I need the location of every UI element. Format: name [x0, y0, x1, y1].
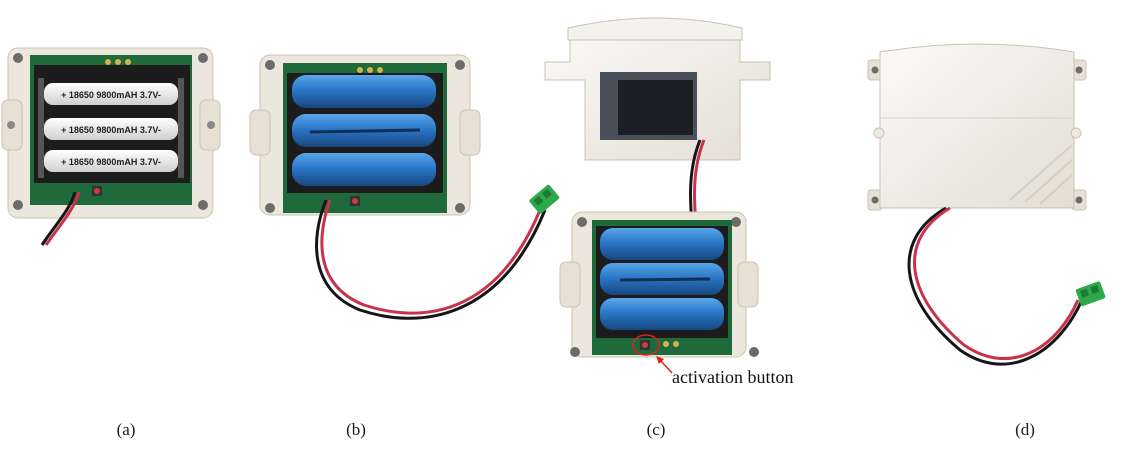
wire-red	[913, 206, 1080, 360]
button-cap	[352, 198, 358, 204]
screw-hole	[7, 121, 15, 129]
screw-hole	[731, 217, 741, 227]
battery-cell	[292, 75, 436, 108]
terminal-connector	[529, 184, 560, 214]
solder-pad	[115, 59, 121, 65]
battery-cell	[292, 153, 436, 186]
side-tab-left	[559, 261, 581, 308]
vent-rib	[1024, 159, 1073, 203]
screw-hole	[1075, 66, 1083, 74]
screw-hole	[577, 217, 587, 227]
wire-red	[320, 199, 542, 315]
solder-pad	[673, 341, 679, 347]
terminal-connector	[1075, 281, 1106, 307]
battery-cell: + 18650 9800mAH 3.7V-	[44, 118, 178, 140]
screw-hole	[871, 66, 879, 74]
battery-cell: + 18650 9800mAH 3.7V-	[44, 83, 178, 105]
lid-top	[567, 17, 743, 41]
caption-d: (d)	[1015, 420, 1035, 439]
screw-hole	[265, 60, 275, 70]
side-tab-right	[737, 261, 759, 308]
wire-black	[315, 199, 547, 320]
button-highlight-circle	[632, 334, 660, 356]
panel-b-photo	[249, 54, 560, 320]
panel-c-photo	[544, 17, 771, 374]
screw-hole	[13, 200, 23, 210]
battery-cell	[600, 298, 724, 330]
button-cap	[94, 188, 100, 194]
solder-pad	[105, 59, 111, 65]
solder-pad	[663, 341, 669, 347]
spring-contact	[38, 78, 44, 178]
screw-hole	[455, 203, 465, 213]
side-boss	[1070, 127, 1082, 139]
screw-hole	[570, 347, 580, 357]
battery-print	[309, 128, 421, 134]
side-boss	[873, 127, 885, 139]
screw-hole	[198, 200, 208, 210]
lid-gasket	[618, 80, 693, 135]
button-cap	[642, 342, 648, 348]
vent-rib	[1039, 174, 1073, 205]
screw-hole	[13, 53, 23, 63]
wire-black	[907, 206, 1084, 366]
wire-black	[40, 191, 77, 246]
screw-hole	[265, 203, 275, 213]
caption-b: (b)	[346, 420, 366, 439]
screw-hole	[871, 196, 879, 204]
screw-hole	[207, 121, 215, 129]
closed-enclosure	[879, 43, 1075, 209]
spring-contact	[178, 78, 184, 178]
screw-hole	[198, 53, 208, 63]
battery-print	[619, 277, 711, 282]
vent-rib	[1009, 144, 1073, 201]
solder-pad	[125, 59, 131, 65]
activation-button-label: activation button	[672, 367, 794, 387]
annotation-arrowhead	[656, 356, 664, 364]
solder-pad	[357, 67, 363, 73]
battery-label: + 18650 9800mAH 3.7V-	[61, 125, 161, 135]
side-tab-left	[249, 109, 271, 156]
side-tab-right	[459, 109, 481, 156]
battery-cell	[600, 228, 724, 260]
battery-cell: + 18650 9800mAH 3.7V-	[44, 150, 178, 172]
annotation-arrow	[659, 359, 673, 374]
wire-red	[44, 191, 81, 246]
solder-pad	[367, 67, 373, 73]
battery-label: + 18650 9800mAH 3.7V-	[61, 157, 161, 167]
panel-d-photo	[867, 43, 1106, 366]
battery-label: + 18650 9800mAH 3.7V-	[61, 90, 161, 100]
caption-a: (a)	[116, 420, 136, 439]
caption-c: (c)	[646, 420, 666, 439]
screw-hole	[749, 347, 759, 357]
panel-a-photo: + 18650 9800mAH 3.7V- + 18650 9800mAH 3.…	[1, 47, 221, 246]
screw-hole	[455, 60, 465, 70]
screw-hole	[1075, 196, 1083, 204]
solder-pad	[377, 67, 383, 73]
